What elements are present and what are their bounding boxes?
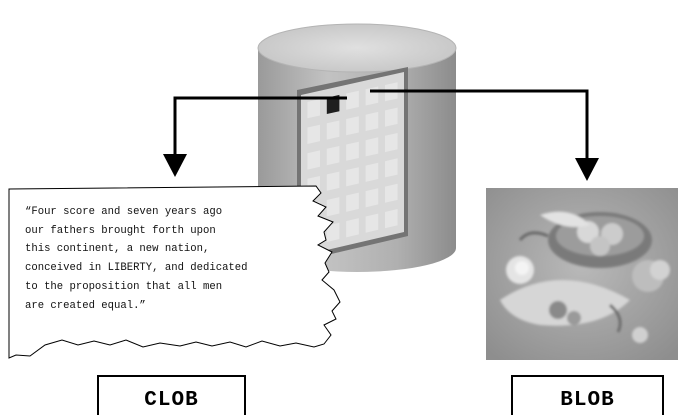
table-cell — [385, 183, 398, 203]
arrow-to-clob — [163, 96, 347, 177]
table-cell — [365, 188, 379, 208]
table-cell — [365, 86, 379, 106]
clob-text-line: to the proposition that all men — [25, 280, 223, 293]
database-table — [297, 67, 408, 262]
table-cell — [365, 111, 379, 131]
clob-text-content: “Four score and seven years ago our fath… — [25, 203, 345, 315]
table-cell — [346, 218, 359, 238]
table-cell — [385, 133, 398, 153]
arrow-to-blob — [370, 89, 599, 181]
table-cell — [385, 107, 398, 127]
table-cell — [346, 116, 359, 136]
clob-text-line: this continent, a new nation, — [25, 243, 210, 256]
table-cell — [307, 150, 320, 170]
table-cell — [307, 99, 320, 119]
clob-text-line: “Four score and seven years ago — [25, 206, 223, 218]
table-cell — [346, 141, 359, 161]
table-cell — [326, 171, 340, 191]
clob-text-line: our fathers brought forth upon — [25, 224, 216, 237]
table-cell — [385, 158, 398, 178]
table-cell — [326, 146, 340, 166]
table-cell — [346, 192, 359, 212]
clob-text-line: are created equal.” — [25, 299, 146, 312]
blob-label: BLOB — [511, 375, 664, 415]
table-cell — [385, 209, 398, 229]
table-cell — [365, 213, 379, 233]
table-cell — [346, 90, 359, 110]
clob-text-line: conceived in LIBERTY, and dedicated — [25, 262, 248, 275]
table-cell — [346, 167, 359, 187]
table-cell — [326, 197, 340, 217]
clob-label: CLOB — [97, 375, 246, 415]
table-cell — [326, 222, 340, 242]
blob-still-life-image — [486, 188, 678, 360]
clob-document — [8, 185, 341, 359]
highlighted-table-cell — [326, 94, 340, 114]
table-cell — [365, 137, 379, 157]
table-cell — [307, 124, 320, 144]
table-cell — [326, 120, 340, 140]
table-cell — [365, 162, 379, 182]
